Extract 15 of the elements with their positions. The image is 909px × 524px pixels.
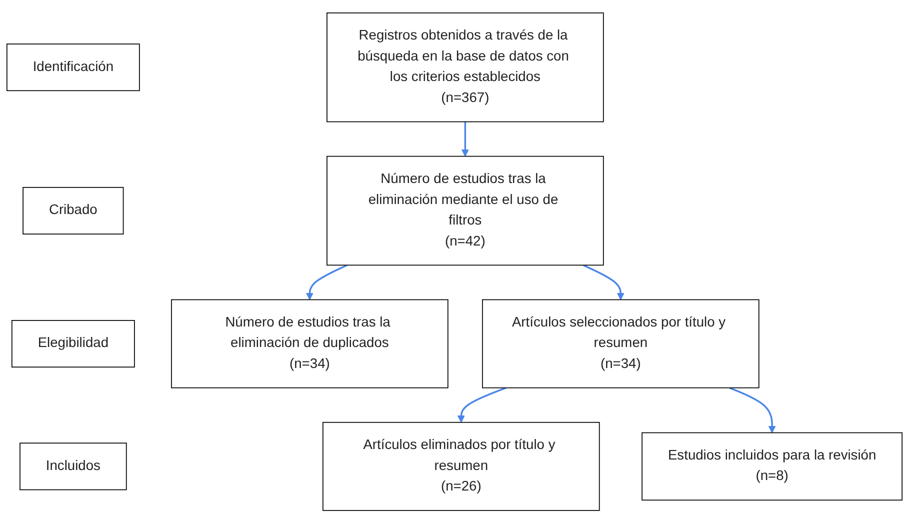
arrow [306, 264, 348, 300]
node-box: Registros obtenidos a través de la búsqueda en la base de datos con los criterios establecidos (n=367) [326, 12, 604, 122]
node-box: Cribado [22, 187, 124, 235]
arrow [729, 387, 776, 434]
node-box: Elegibilidad [11, 320, 135, 368]
arrow [582, 264, 624, 300]
node-box: Artículos eliminados por título y resumen (n=26) [322, 422, 600, 512]
node-box: Número de estudios tras la eliminación mediante el uso de filtros (n=42) [326, 156, 604, 266]
arrow [461, 122, 469, 157]
node-box: Estudios incluidos para la revisión (n=8) [642, 432, 903, 501]
node-box: Número de estudios tras la eliminación de duplicados (n=34) [171, 300, 448, 389]
node-box: Incluidos [20, 442, 127, 490]
node-box: Identificación [6, 44, 140, 92]
node-box: Artículos seleccionados por título y resumen (n=34) [482, 300, 760, 389]
arrow [457, 387, 506, 423]
